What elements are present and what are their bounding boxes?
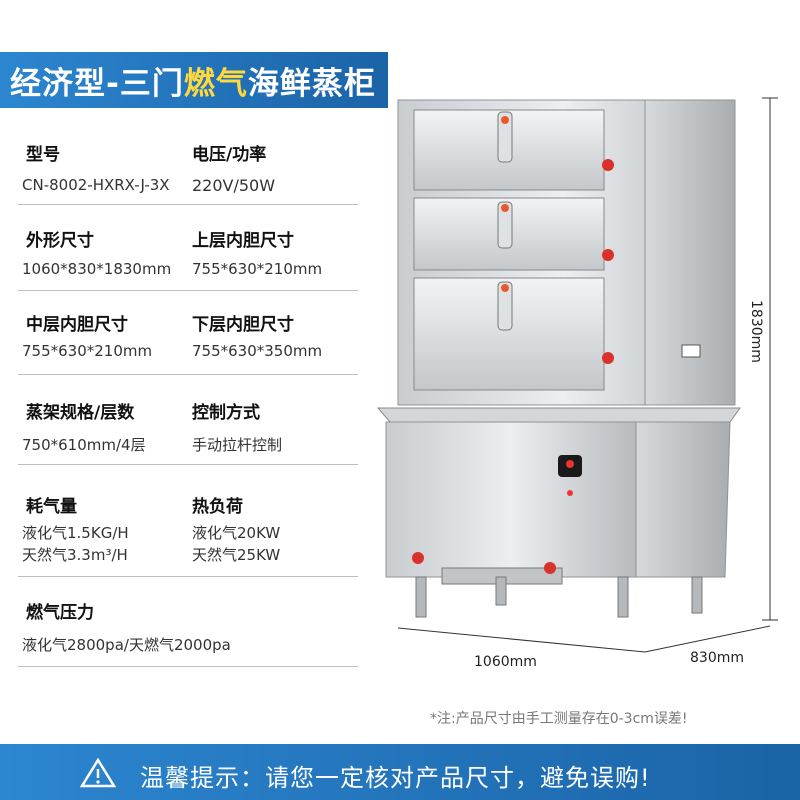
door-handle[interactable] bbox=[497, 111, 513, 163]
dimension-width: 1060mm bbox=[474, 654, 537, 670]
base-cabinet-side bbox=[635, 421, 731, 578]
page-title: 经济型-三门燃气海鲜蒸柜 bbox=[10, 58, 376, 103]
valve-knob-icon[interactable] bbox=[602, 159, 614, 171]
title-banner: 经济型-三门燃气海鲜蒸柜 bbox=[0, 52, 388, 108]
spec-value-gas-natural: 天然气3.3m³/H bbox=[22, 546, 128, 564]
spec-value-control: 手动拉杆控制 bbox=[192, 436, 283, 454]
base-cabinet-front bbox=[385, 421, 637, 578]
spec-value-model: CN-8002-HXRX-J-3X bbox=[22, 176, 170, 194]
footer-text: 温馨提示：请您一定核对产品尺寸，避免误购! bbox=[140, 764, 651, 792]
igniter-button-icon[interactable] bbox=[567, 490, 573, 496]
lock-knob-icon bbox=[501, 284, 509, 292]
door-handle[interactable] bbox=[497, 201, 513, 249]
spec-label-lower-liner: 下层内胆尺寸 bbox=[192, 315, 294, 335]
spec-label-gas-pressure: 燃气压力 bbox=[26, 603, 94, 623]
spec-label-model: 型号 bbox=[26, 145, 60, 165]
spec-label-middle-liner: 中层内胆尺寸 bbox=[26, 315, 128, 335]
lock-knob-icon bbox=[501, 204, 509, 212]
footer-banner: 温馨提示：请您一定核对产品尺寸，避免误购! bbox=[0, 744, 800, 800]
dimension-height: 1830mm bbox=[748, 300, 764, 363]
spec-value-middle-liner: 755*630*210mm bbox=[22, 342, 153, 360]
spec-divider bbox=[18, 290, 358, 291]
spec-label-outer-size: 外形尺寸 bbox=[26, 231, 94, 251]
cabinet-leg bbox=[495, 576, 507, 606]
cabinet-leg bbox=[617, 576, 629, 618]
steam-cabinet-illustration bbox=[376, 99, 741, 618]
spec-divider bbox=[18, 464, 358, 465]
spec-value-heat-natural: 天然气25KW bbox=[192, 546, 281, 564]
door-handle[interactable] bbox=[497, 281, 513, 331]
spec-value-lower-liner: 755*630*350mm bbox=[192, 342, 323, 360]
spec-label-heat-load: 热负荷 bbox=[192, 497, 243, 517]
valve-knob-icon[interactable] bbox=[602, 249, 614, 261]
spec-label-upper-liner: 上层内胆尺寸 bbox=[192, 231, 294, 251]
spec-label-control: 控制方式 bbox=[192, 403, 260, 423]
spec-label-voltage: 电压/功率 bbox=[192, 145, 267, 165]
spec-divider bbox=[18, 374, 358, 375]
lock-knob-icon bbox=[501, 116, 509, 124]
gas-valve-icon[interactable] bbox=[544, 562, 556, 574]
spec-value-rack: 750*610mm/4层 bbox=[22, 436, 146, 454]
spec-value-gas-pressure: 液化气2800pa/天燃气2000pa bbox=[22, 636, 231, 654]
dimension-depth: 830mm bbox=[690, 650, 744, 666]
spec-value-heat-lpg: 液化气20KW bbox=[192, 524, 281, 542]
spec-divider bbox=[18, 204, 358, 205]
title-part-3: 海鲜蒸柜 bbox=[247, 66, 376, 102]
spec-label-gas-consumption: 耗气量 bbox=[26, 497, 77, 517]
measurement-note: *注:产品尺寸由手工测量存在0-3cm误差! bbox=[430, 711, 688, 727]
spec-value-outer-size: 1060*830*1830mm bbox=[22, 260, 172, 278]
side-gauge bbox=[681, 344, 701, 358]
spec-label-rack: 蒸架规格/层数 bbox=[26, 403, 135, 423]
spec-divider bbox=[18, 576, 358, 577]
cabinet-leg bbox=[691, 576, 703, 614]
spec-value-gas-lpg: 液化气1.5KG/H bbox=[22, 524, 129, 542]
warning-icon bbox=[80, 758, 116, 788]
spec-value-voltage: 220V/50W bbox=[192, 176, 276, 195]
spec-divider bbox=[18, 666, 358, 667]
valve-knob-icon[interactable] bbox=[602, 352, 614, 364]
title-part-1: 经济型-三门 bbox=[10, 66, 184, 102]
indicator-light-icon bbox=[566, 460, 574, 468]
title-highlight: 燃气 bbox=[183, 66, 248, 102]
cabinet-leg bbox=[415, 576, 427, 618]
spec-value-upper-liner: 755*630*210mm bbox=[192, 260, 323, 278]
gas-valve-icon[interactable] bbox=[412, 552, 424, 564]
